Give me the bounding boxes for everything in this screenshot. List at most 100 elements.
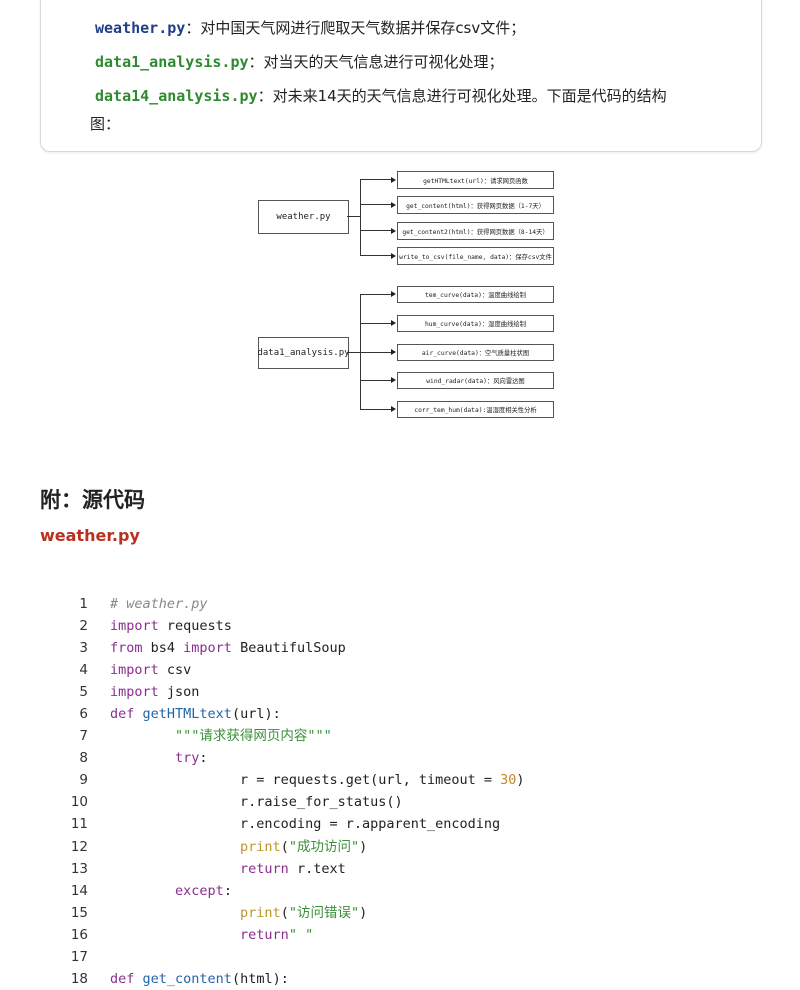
diagram-root-node: weather.py bbox=[258, 200, 349, 234]
code-text: r = requests.get(url, timeout = 30) bbox=[110, 769, 525, 791]
section-heading: 附：源代码 bbox=[40, 488, 145, 512]
code-line: 1 # weather.py bbox=[60, 593, 525, 615]
diagram-child-node: wind_radar(data)：风向雷达图 bbox=[397, 372, 554, 389]
intro-item-data14: data14_analysis.py：对未来14天的天气信息进行可视化处理。下面… bbox=[95, 85, 667, 106]
code-line: 10 r.raise_for_status() bbox=[60, 791, 525, 813]
diagram-child-node: get_content(html)：获得网页数据（1-7天） bbox=[397, 196, 554, 214]
line-number: 11 bbox=[70, 816, 88, 833]
code-token: print bbox=[240, 904, 281, 921]
code-token: return bbox=[240, 926, 289, 943]
connector-line bbox=[360, 293, 361, 409]
connector-line bbox=[360, 255, 392, 256]
arrow-head-icon bbox=[391, 406, 396, 412]
connector-line bbox=[360, 204, 392, 205]
line-number: 9 bbox=[79, 772, 88, 789]
file-description: ：对未来14天的天气信息进行可视化处理。下面是代码的结构 bbox=[257, 87, 667, 105]
arrow-head-icon bbox=[391, 252, 396, 259]
code-token bbox=[110, 861, 240, 877]
code-text: return r.text bbox=[110, 858, 346, 880]
line-number: 10 bbox=[70, 794, 88, 811]
code-token: bs4 bbox=[142, 640, 184, 657]
arrow-head-icon bbox=[391, 176, 396, 183]
arrow-head-icon bbox=[391, 320, 396, 326]
code-text: print("成功访问") bbox=[110, 836, 367, 858]
diagram-child-node: hum_curve(data)：湿度曲线绘制 bbox=[397, 315, 554, 332]
line-number: 7 bbox=[79, 728, 88, 745]
code-text: # weather.py bbox=[110, 593, 208, 615]
line-number: 15 bbox=[70, 904, 88, 921]
intro-card bbox=[40, 0, 762, 152]
code-token: " " bbox=[288, 926, 314, 943]
code-token: "成功访问" bbox=[288, 838, 360, 855]
code-text: import csv bbox=[110, 659, 191, 681]
line-number: 6 bbox=[79, 706, 88, 723]
line-number: 13 bbox=[70, 860, 88, 877]
code-token bbox=[134, 971, 142, 987]
connector-line bbox=[360, 179, 361, 255]
code-token bbox=[110, 750, 175, 766]
code-token: def bbox=[110, 706, 135, 723]
code-text: return" " bbox=[110, 924, 313, 946]
line-number: 14 bbox=[70, 882, 88, 899]
connector-line bbox=[360, 293, 392, 295]
code-token: """请求获得网页内容""" bbox=[175, 728, 332, 745]
code-token: ) bbox=[359, 838, 368, 855]
code-token bbox=[110, 927, 240, 943]
diagram-root-node: data1_analysis.py bbox=[257, 337, 350, 369]
code-token: try bbox=[175, 750, 200, 767]
diagram-child-node: get_content2(html)：获得网页数据（8-14天） bbox=[397, 222, 554, 240]
code-line: 3 from bs4 import BeautifulSoup bbox=[60, 637, 525, 659]
code-line: 8 try: bbox=[60, 747, 525, 769]
code-text: print("访问错误") bbox=[110, 902, 367, 924]
diagram-child-node: tem_curve(data)：温度曲线绘制 bbox=[397, 286, 554, 303]
code-line: 17 bbox=[60, 946, 525, 968]
code-token: ) bbox=[516, 772, 525, 789]
line-number: 1 bbox=[79, 596, 88, 612]
line-number: 17 bbox=[70, 948, 88, 965]
code-token: import bbox=[110, 684, 159, 701]
arrow-head-icon bbox=[391, 291, 396, 297]
code-text: """请求获得网页内容""" bbox=[110, 725, 332, 747]
code-line: 16 return" " bbox=[60, 924, 525, 946]
code-line: 11 r.encoding = r.apparent_encoding bbox=[60, 813, 525, 835]
connector-line bbox=[360, 322, 392, 324]
intro-continuation: 图： bbox=[90, 115, 121, 133]
code-token: import bbox=[110, 662, 159, 679]
line-number: 3 bbox=[79, 640, 88, 657]
code-token bbox=[110, 883, 175, 899]
code-file-title: weather.py bbox=[40, 526, 140, 545]
arrow-head-icon bbox=[391, 377, 396, 383]
diagram-child-node: write_to_csv(file_name, data)：保存csv文件 bbox=[397, 247, 554, 265]
connector-line bbox=[360, 351, 392, 353]
code-token bbox=[110, 839, 240, 855]
line-number: 16 bbox=[70, 926, 88, 943]
code-token: csv bbox=[158, 662, 192, 679]
diagram-child-node: corr_tem_hum(data):温湿度相关性分析 bbox=[397, 401, 554, 418]
code-text: except: bbox=[110, 880, 232, 902]
code-text: r.encoding = r.apparent_encoding bbox=[110, 813, 500, 835]
intro-item-data1: data1_analysis.py：对当天的天气信息进行可视化处理； bbox=[95, 51, 504, 72]
line-number: 5 bbox=[79, 684, 88, 701]
code-line: 13 return r.text bbox=[60, 858, 525, 880]
line-number: 8 bbox=[79, 750, 88, 767]
file-description: ：对中国天气网进行爬取天气数据并保存csv文件； bbox=[185, 19, 526, 37]
code-text: from bs4 import BeautifulSoup bbox=[110, 637, 346, 659]
code-token: return bbox=[240, 860, 289, 877]
code-token: : bbox=[199, 750, 208, 767]
intro-item-weather: weather.py：对中国天气网进行爬取天气数据并保存csv文件； bbox=[95, 17, 525, 38]
arrow-head-icon bbox=[391, 349, 396, 355]
code-token: print bbox=[240, 838, 281, 855]
code-line: 12 print("成功访问") bbox=[60, 836, 525, 858]
code-token: : bbox=[223, 882, 232, 899]
diagram-child-node: air_curve(data)：空气质量柱状图 bbox=[397, 344, 554, 361]
file-name: data1_analysis.py bbox=[95, 53, 249, 71]
code-token: "访问错误" bbox=[288, 904, 360, 921]
connector-line bbox=[347, 216, 360, 217]
code-token: ) bbox=[359, 904, 368, 921]
code-token: from bbox=[110, 640, 143, 657]
code-token: r.raise_for_status() bbox=[110, 794, 403, 811]
code-text: r.raise_for_status() bbox=[110, 791, 403, 813]
